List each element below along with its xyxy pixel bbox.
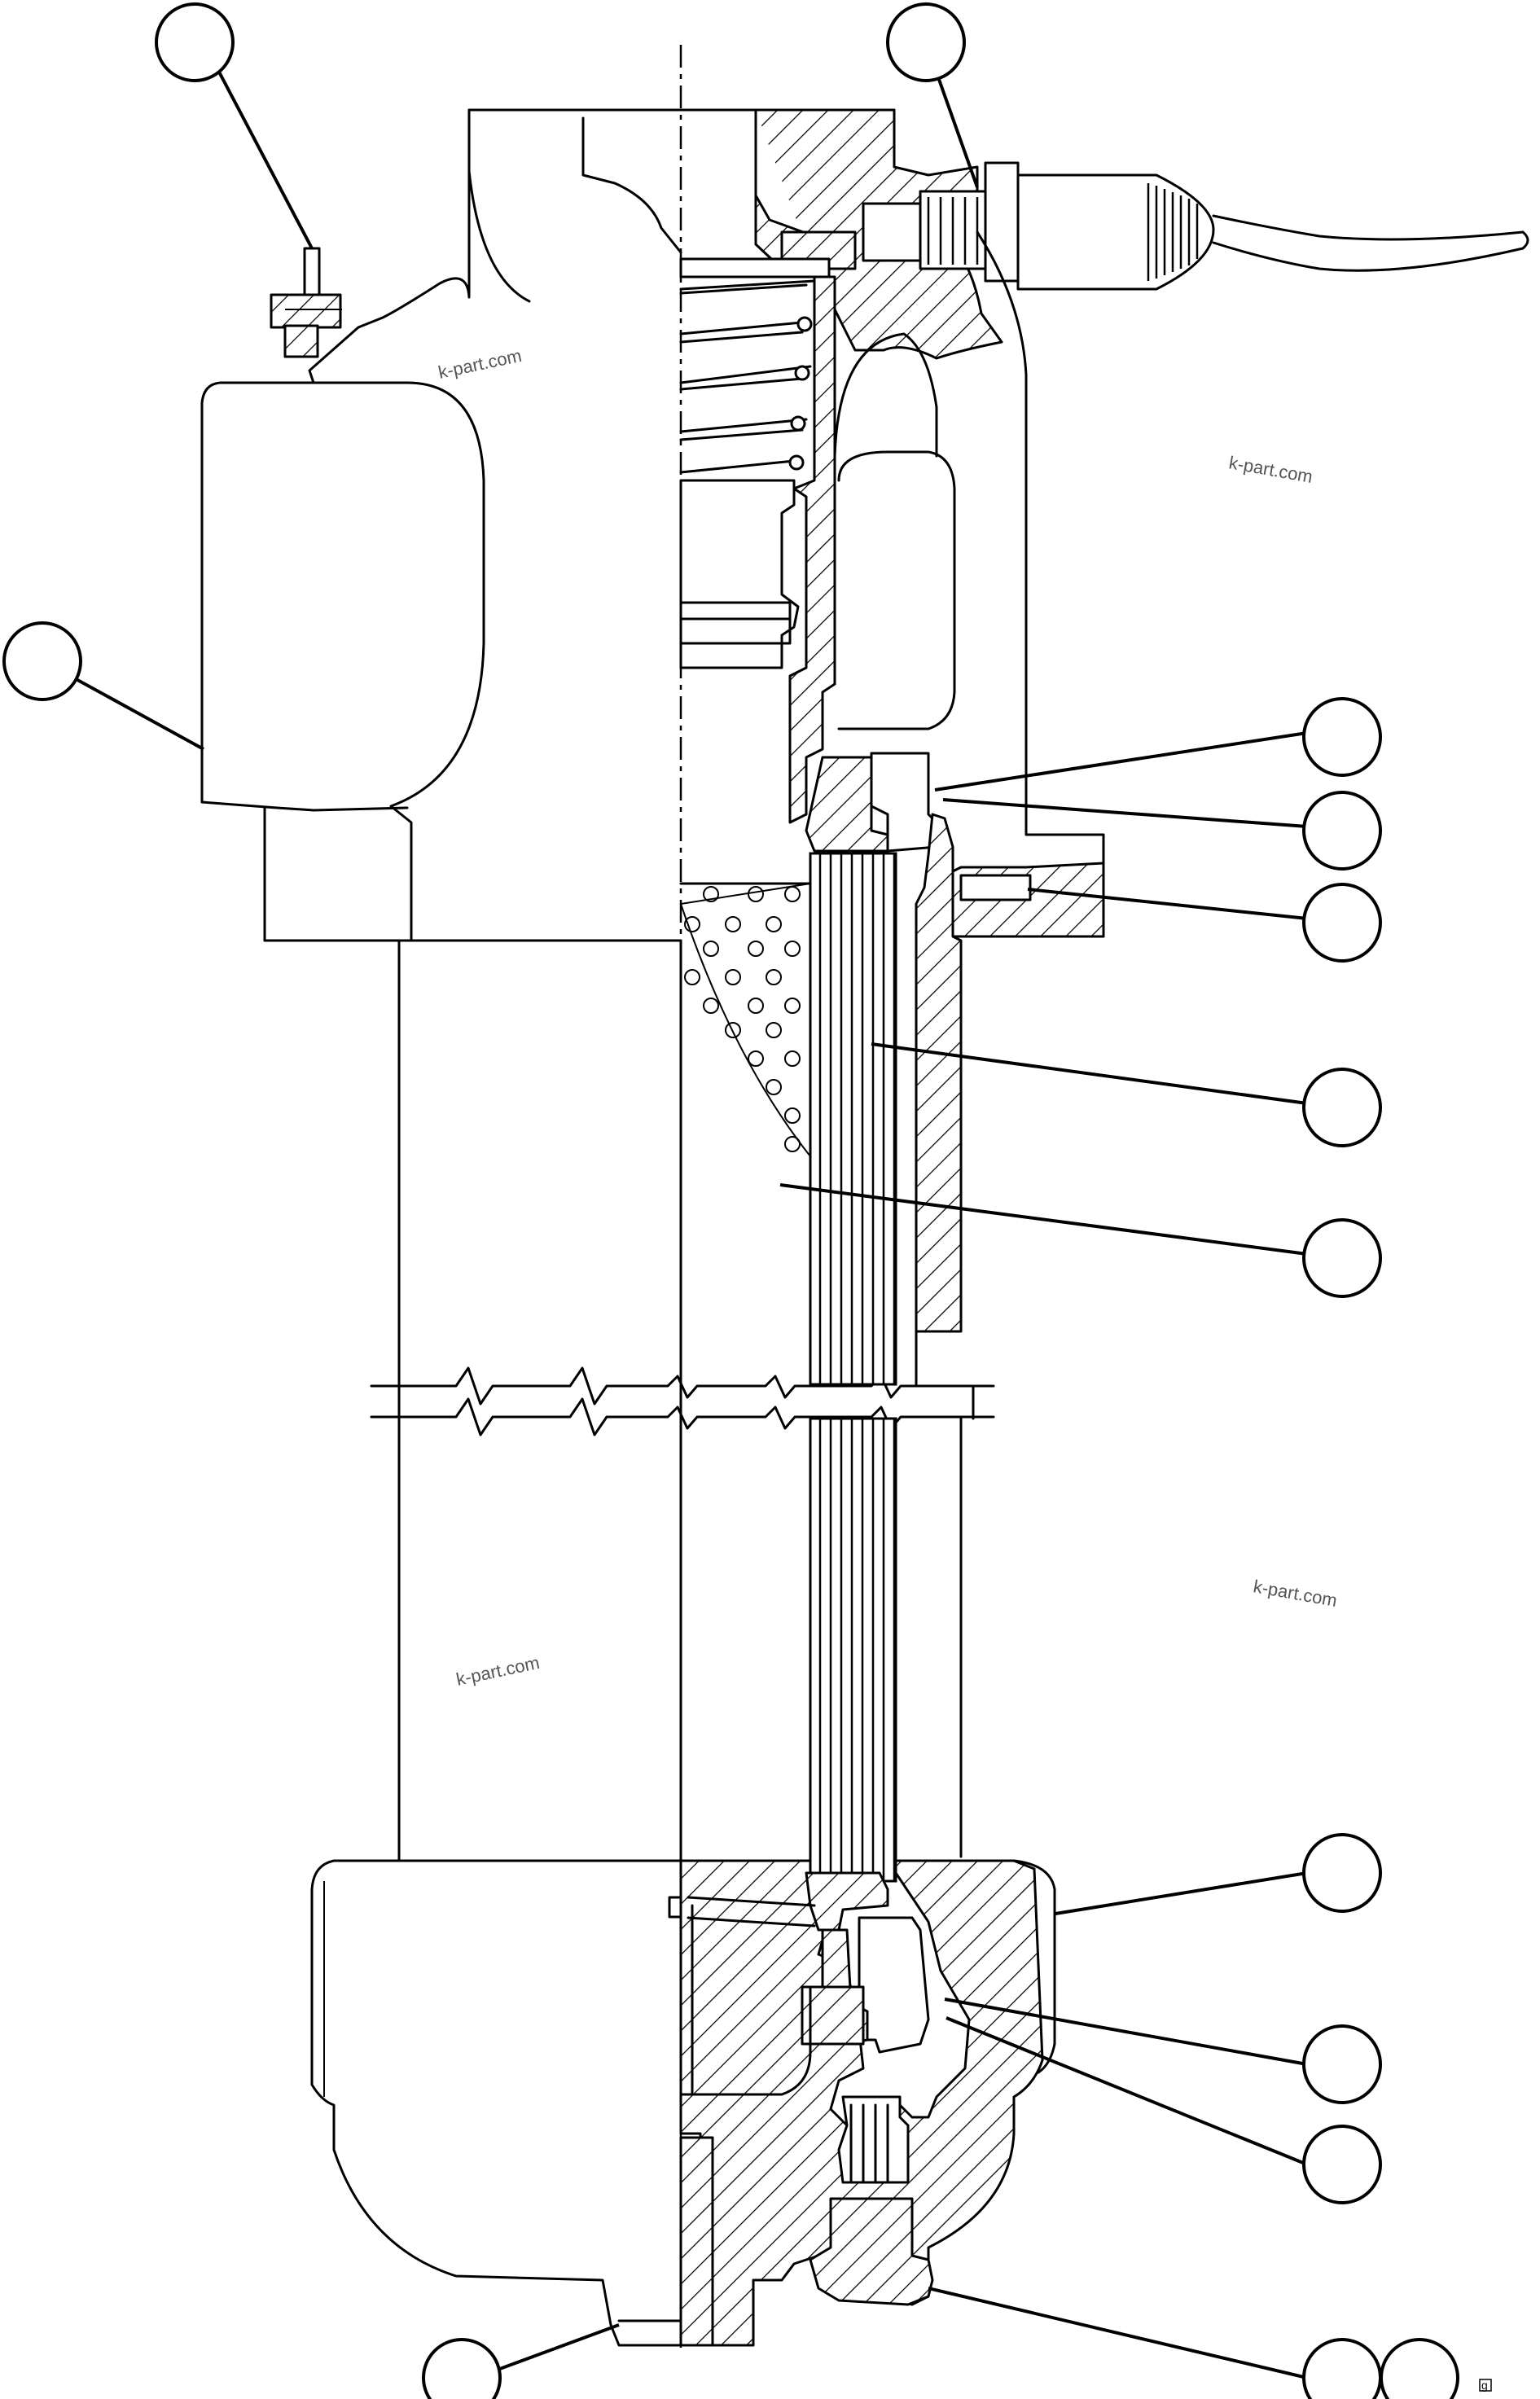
filter-bowl-tube — [397, 939, 682, 1862]
watermark-1: k-part.com — [437, 345, 524, 383]
head-bowl-body — [200, 381, 409, 812]
upper-housing-bowl — [467, 169, 531, 303]
callout-circle-9 — [1302, 1833, 1382, 1913]
lower-inner-cavity — [679, 1985, 812, 2096]
bowl-right-outer — [915, 1330, 975, 1420]
perforated-core-holes — [684, 886, 801, 1152]
callout-circle-6 — [1302, 883, 1382, 963]
break-lines — [370, 1366, 995, 1436]
leader-lines — [62, 60, 1308, 2385]
lower-cap-outline — [310, 1859, 682, 2347]
vent-plug — [270, 247, 342, 358]
filter-media-pleats-lower — [809, 1417, 897, 1883]
callout-circle-5 — [1302, 791, 1382, 871]
bypass-tube-end — [668, 1896, 682, 1919]
watermark-2: k-part.com — [1227, 452, 1314, 487]
callout-circle-11 — [1302, 2125, 1382, 2204]
watermark-4: k-part.com — [454, 1652, 542, 1690]
callout-circle-1 — [155, 2, 235, 82]
spring-retainer — [679, 257, 831, 278]
callout-circle-8 — [1302, 1218, 1382, 1298]
corner-tag: g — [1481, 2379, 1488, 2392]
watermark-3: k-part.com — [1252, 1576, 1339, 1611]
drain-plug-threads — [849, 2103, 889, 2184]
lower-seal — [801, 1985, 865, 2046]
drain-valve-core — [837, 2095, 910, 2184]
bypass-spring — [679, 279, 816, 474]
upper-housing-head — [308, 108, 682, 942]
upper-housing-inner-boss — [581, 116, 682, 254]
lower-check-valve — [858, 1916, 930, 2054]
callout-circle-3 — [2, 621, 82, 701]
outlet-port-bore — [959, 874, 1032, 901]
head-neck — [263, 806, 413, 942]
pressure-switch — [862, 161, 1529, 291]
lower-cap-right-outline — [1012, 1859, 1056, 2074]
callout-circle-10 — [1302, 2024, 1382, 2104]
filter-media-pleats-upper — [809, 852, 897, 1386]
head-bowl-seam — [276, 807, 314, 811]
callout-circle-12 — [1302, 2338, 1382, 2399]
head-outer-wall — [959, 230, 1105, 938]
bypass-indicator-tube — [687, 1896, 816, 2094]
callout-circle-13 — [1380, 2338, 1459, 2399]
bypass-sleeve-hatch — [788, 275, 836, 824]
callout-circle-4 — [1302, 697, 1382, 777]
drain-plug — [809, 2197, 934, 2306]
head-inner-cavity — [833, 332, 956, 730]
perforated-core-boundary — [680, 883, 811, 1157]
head-outlet-wall — [915, 813, 963, 1333]
callout-circle-7 — [1302, 1068, 1382, 1147]
lower-cap-stem — [679, 2136, 714, 2347]
callout-circle-2 — [886, 2, 966, 82]
callout-circle-14 — [422, 2338, 502, 2399]
bypass-poppet — [679, 479, 800, 669]
corner-tag-box — [1479, 2379, 1492, 2392]
bypass-poppet-line — [679, 601, 792, 645]
lower-endcap — [805, 1871, 889, 1932]
